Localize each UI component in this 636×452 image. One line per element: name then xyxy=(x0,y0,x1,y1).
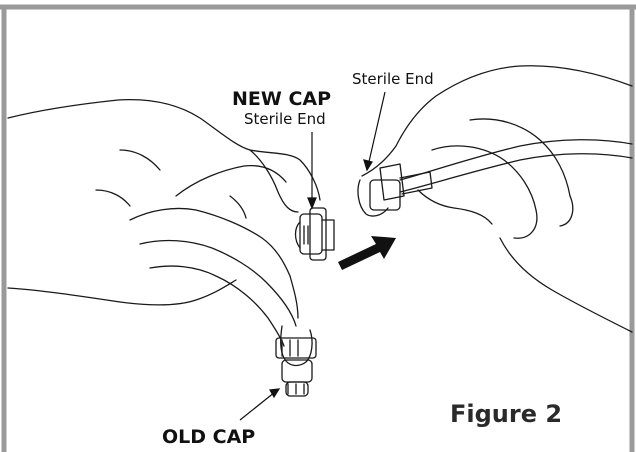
direction-arrow xyxy=(338,236,396,270)
left-hand xyxy=(8,100,334,346)
tube-sterile-label: Sterile End xyxy=(352,70,434,88)
new-cap-label: NEW CAP xyxy=(232,88,331,110)
old-cap-label: OLD CAP xyxy=(162,426,255,448)
frame-border xyxy=(0,7,636,452)
new-cap-sterile-label: Sterile End xyxy=(244,110,326,128)
old-cap-drawing xyxy=(276,326,316,396)
right-hand xyxy=(358,66,632,332)
figure-caption: Figure 2 xyxy=(450,400,562,428)
